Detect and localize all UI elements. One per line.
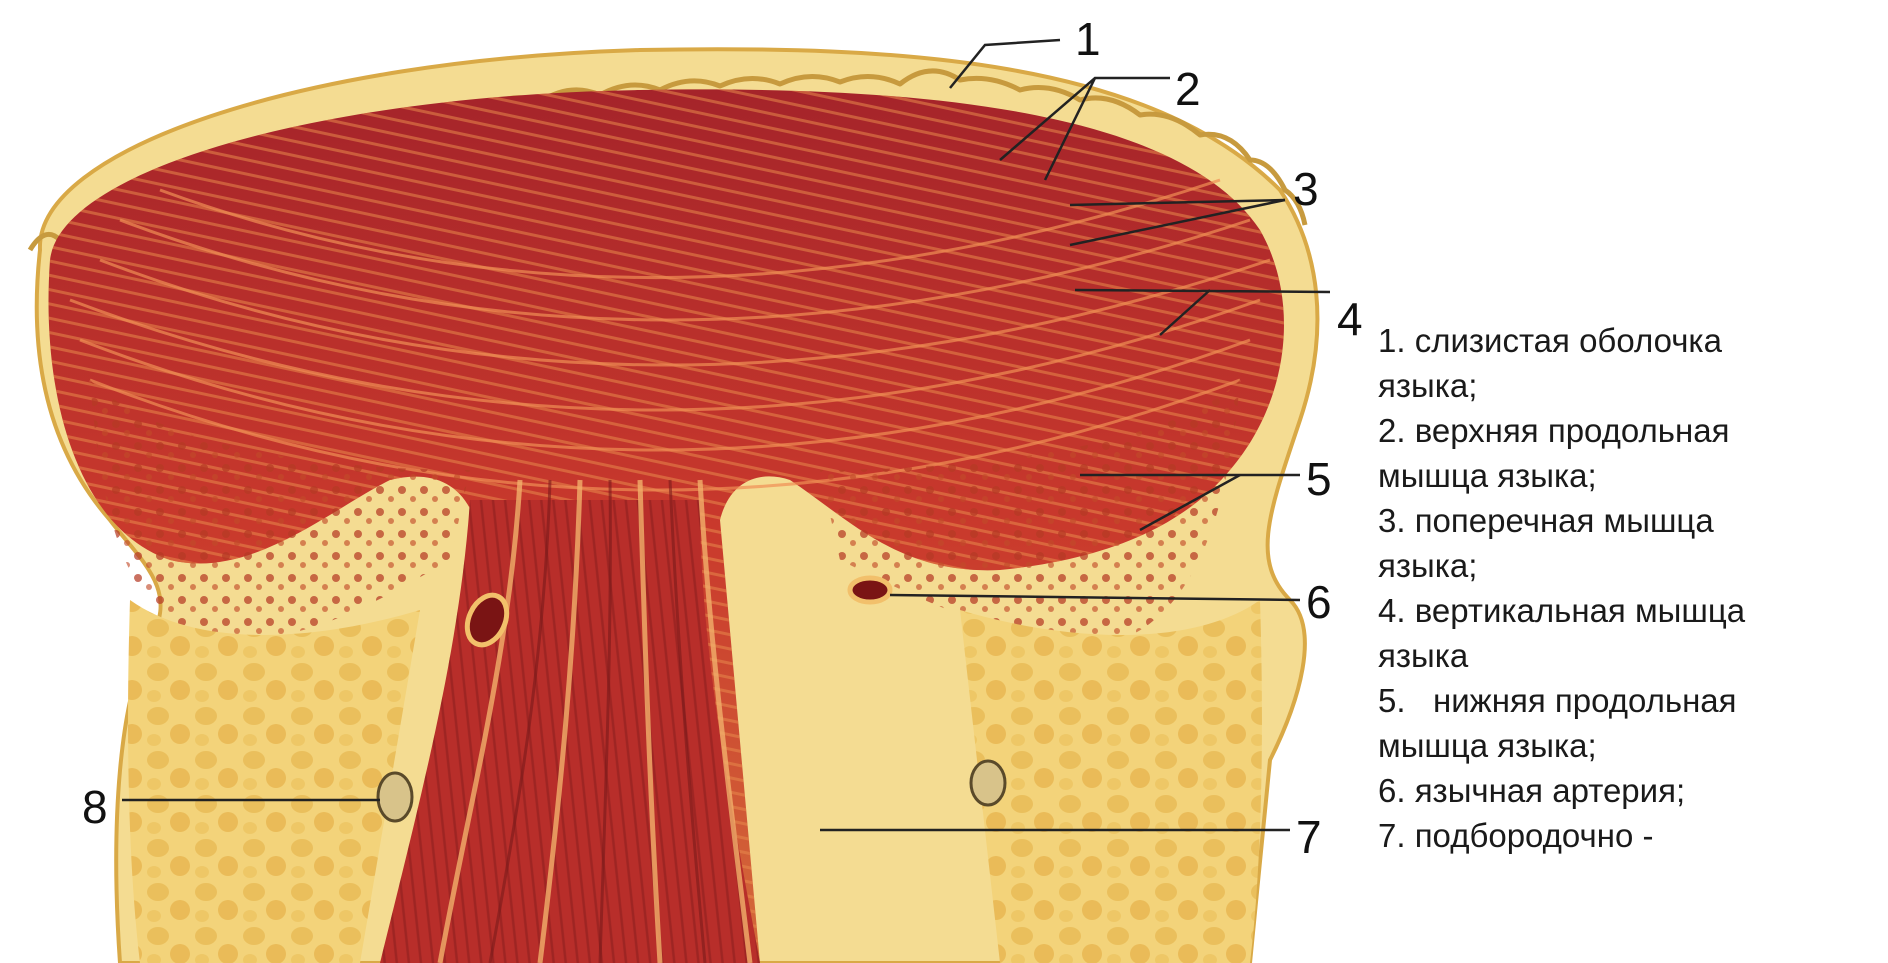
callout-4: 4: [1337, 293, 1363, 345]
legend-item-4: 4. вертикальная мышца языка: [1378, 588, 1883, 678]
legend-item-1: 1. слизистая оболочка языка;: [1378, 318, 1883, 408]
legend: 1. слизистая оболочка языка; 2. верхняя …: [1378, 318, 1883, 858]
callout-5: 5: [1306, 453, 1332, 505]
legend-item-5: 5. нижняя продольная мышца языка;: [1378, 678, 1883, 768]
callout-7: 7: [1296, 811, 1322, 863]
callout-2: 2: [1175, 63, 1201, 115]
legend-item-2: 2. верхняя продольная мышца языка;: [1378, 408, 1883, 498]
nerve-left: [378, 773, 412, 821]
callout-3: 3: [1293, 163, 1319, 215]
callout-6: 6: [1306, 576, 1332, 628]
nerve-right: [971, 761, 1005, 805]
callout-1: 1: [1075, 13, 1101, 65]
legend-item-6: 6. язычная артерия;: [1378, 768, 1883, 813]
lingual-artery-right: [850, 578, 890, 602]
legend-item-3: 3. поперечная мышца языка;: [1378, 498, 1883, 588]
legend-item-7: 7. подбородочно -: [1378, 813, 1883, 858]
callout-8: 8: [82, 781, 108, 833]
